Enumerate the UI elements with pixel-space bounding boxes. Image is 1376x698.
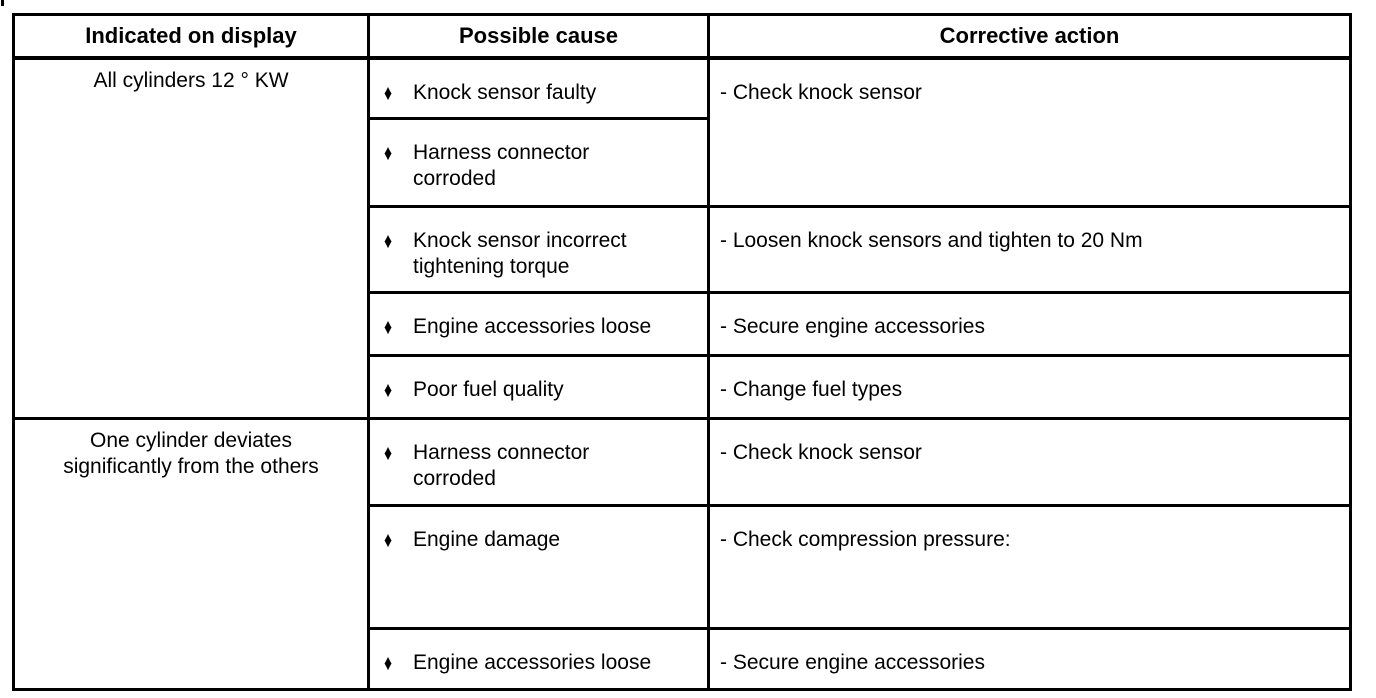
table-row: ♦ Engine damage - Check compression pres…: [14, 504, 1352, 630]
diamond-bullet-icon: ♦: [384, 79, 393, 105]
cause-cell: ♦ Engine damage: [367, 504, 710, 630]
cause-item: ♦ Engine damage: [384, 527, 699, 553]
action-cell: - Check knock sensor: [707, 417, 1352, 507]
action-cell: - Loosen knock sensors and tighten to 20…: [707, 205, 1352, 294]
cause-cell: ♦ Engine accessories loose: [367, 627, 710, 691]
action-cell: - Check knock sensor: [707, 56, 1352, 208]
table-row: All cylinders 12 ° KW ♦ Knock sensor fau…: [12, 56, 1352, 420]
table-row: ♦ Poor fuel quality - Change fuel types: [14, 354, 1352, 420]
diamond-bullet-icon: ♦: [384, 314, 393, 339]
header-row: Indicated on display Possible cause Corr…: [12, 13, 1352, 60]
cause-text: Harness connector corroded: [413, 441, 590, 491]
cause-item: ♦ Knock sensor faulty: [384, 80, 699, 106]
cause-item: ♦ Harness connector corroded: [384, 440, 699, 493]
cause-text: Harness connector corroded: [413, 141, 590, 191]
cause-item: ♦ Engine accessories loose: [384, 314, 699, 340]
diamond-bullet-icon: ♦: [384, 650, 393, 675]
header-possible-cause: Possible cause: [367, 13, 710, 60]
cause-cell: ♦ Poor fuel quality: [367, 354, 710, 420]
cause-item: ♦ Harness connector corroded: [384, 140, 699, 193]
cause-text: Engine damage: [413, 528, 561, 551]
troubleshooting-table: Indicated on display Possible cause Corr…: [12, 13, 1352, 691]
cause-text: Engine accessories loose: [413, 651, 652, 674]
cause-text: Knock sensor incorrect tightening torque: [413, 229, 627, 279]
cause-text: Poor fuel quality: [413, 378, 564, 401]
cause-cell: ♦ Engine accessories loose: [367, 291, 710, 357]
cause-cell: ♦ Knock sensor faulty: [367, 56, 710, 120]
header-corrective-action: Corrective action: [707, 13, 1352, 60]
cause-text: Knock sensor faulty: [413, 80, 597, 104]
table-row: One cylinder deviates significantly from…: [12, 417, 1352, 691]
table-row: ♦ Engine accessories loose - Secure engi…: [14, 291, 1352, 357]
header-indicated-on-display: Indicated on display: [12, 13, 370, 60]
cause-item: ♦ Knock sensor incorrect tightening torq…: [384, 228, 699, 281]
diamond-bullet-icon: ♦: [384, 228, 393, 253]
diamond-bullet-icon: ♦: [384, 527, 393, 552]
cause-cell: ♦ Harness connector corroded: [367, 117, 710, 208]
display-cell-all-cylinders: All cylinders 12 ° KW: [12, 56, 370, 420]
table-row: ♦ Knock sensor incorrect tightening torq…: [14, 205, 1352, 294]
cause-item: ♦ Engine accessories loose: [384, 650, 699, 676]
cause-item: ♦ Poor fuel quality: [384, 377, 699, 403]
table-row: ♦ Engine accessories loose - Secure engi…: [14, 627, 1352, 691]
display-cell-one-cylinder-deviates: One cylinder deviates significantly from…: [12, 417, 370, 691]
action-cell: - Secure engine accessories: [707, 627, 1352, 691]
action-cell: - Change fuel types: [707, 354, 1352, 420]
cause-text: Engine accessories loose: [413, 315, 652, 338]
cause-cell: ♦ Knock sensor incorrect tightening torq…: [367, 205, 710, 294]
diamond-bullet-icon: ♦: [384, 140, 393, 165]
action-cell: - Check compression pressure:: [707, 504, 1352, 630]
diamond-bullet-icon: ♦: [384, 440, 393, 465]
action-cell: - Secure engine accessories: [707, 291, 1352, 357]
table-row: ♦ Harness connector corroded: [14, 117, 1351, 208]
cause-cell: ♦ Harness connector corroded: [367, 417, 710, 507]
diamond-bullet-icon: ♦: [384, 377, 393, 402]
scan-artifact-mark: [1, 0, 4, 6]
